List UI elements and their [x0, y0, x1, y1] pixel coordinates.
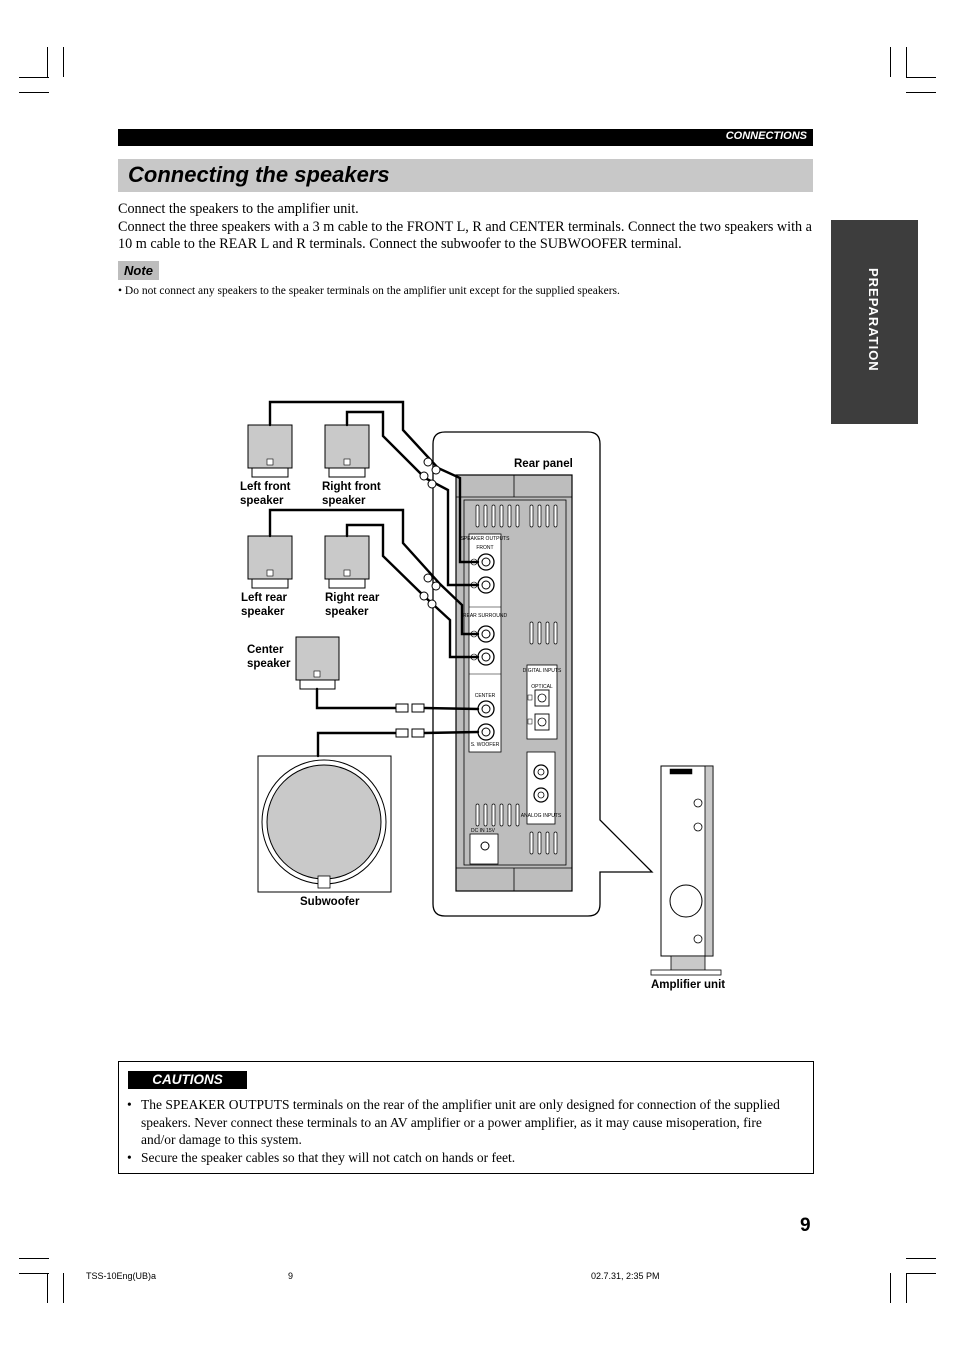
cautions-box: CAUTIONS The SPEAKER OUTPUTS terminals o… — [118, 1061, 814, 1174]
crop-mark — [19, 1273, 49, 1274]
crop-mark — [906, 1258, 936, 1259]
speaker-left-front — [247, 424, 293, 478]
crop-mark — [19, 1258, 49, 1259]
page-title: Connecting the speakers — [128, 162, 390, 187]
crop-mark — [63, 1273, 64, 1303]
svg-text:S. WOOFER: S. WOOFER — [471, 742, 500, 748]
crop-mark — [47, 1273, 48, 1303]
svg-text:FRONT: FRONT — [476, 545, 493, 551]
label-right-rear-speaker: Right rear speaker — [325, 592, 380, 618]
note-text: • Do not connect any speakers to the spe… — [118, 285, 620, 297]
svg-text:SPEAKER OUTPUTS: SPEAKER OUTPUTS — [461, 536, 511, 542]
intro-paragraph: Connect the speakers to the amplifier un… — [118, 201, 818, 254]
label-right-front-speaker: Right front speaker — [322, 481, 381, 507]
speaker-left-rear — [247, 535, 293, 589]
crop-mark — [906, 77, 936, 78]
caution-item: The SPEAKER OUTPUTS terminals on the rea… — [127, 1096, 797, 1149]
cautions-list: The SPEAKER OUTPUTS terminals on the rea… — [127, 1096, 797, 1166]
speaker-cables — [268, 400, 480, 758]
page-number: 9 — [800, 1215, 811, 1236]
crop-mark — [19, 77, 49, 78]
svg-text:DC IN 15V: DC IN 15V — [471, 828, 496, 834]
crop-mark — [906, 1273, 907, 1303]
note-label: Note — [118, 261, 159, 280]
crop-mark — [906, 1273, 936, 1274]
footer-file: TSS-10Eng(UB)a — [86, 1271, 157, 1281]
crop-mark — [47, 47, 48, 77]
intro-line-1: Connect the speakers to the amplifier un… — [118, 201, 359, 217]
side-tab-label: PREPARATION — [866, 268, 881, 372]
crop-mark — [890, 1273, 891, 1303]
svg-text:CENTER: CENTER — [475, 693, 496, 699]
label-rear-panel: Rear panel — [514, 458, 573, 470]
cable-plugs — [395, 457, 441, 738]
caution-item: Secure the speaker cables so that they w… — [127, 1149, 797, 1167]
subwoofer — [257, 755, 392, 893]
crop-mark — [906, 92, 936, 93]
crop-mark — [63, 47, 64, 77]
label-subwoofer: Subwoofer — [300, 896, 360, 908]
speaker-center — [295, 636, 340, 690]
speaker-terminals — [477, 553, 495, 741]
footer-date: 02.7.31, 2:35 PM — [591, 1271, 660, 1281]
crop-mark — [19, 92, 49, 93]
label-center-speaker: Center speaker — [247, 644, 291, 670]
svg-text:OPTICAL: OPTICAL — [531, 684, 553, 690]
footer-page: 9 — [288, 1271, 294, 1281]
intro-line-2: Connect the three speakers with a 3 m ca… — [118, 218, 812, 253]
side-tab: PREPARATION — [831, 220, 918, 424]
label-left-rear-speaker: Left rear speaker — [241, 592, 288, 618]
svg-text:REAR SURROUND: REAR SURROUND — [463, 613, 508, 619]
speaker-right-rear — [324, 535, 370, 589]
vent-slots — [475, 504, 558, 855]
svg-text:DIGITAL INPUTS: DIGITAL INPUTS — [523, 668, 562, 674]
label-left-front-speaker: Left front speaker — [240, 481, 291, 507]
speaker-right-front — [324, 424, 370, 478]
svg-text:ANALOG INPUTS: ANALOG INPUTS — [521, 813, 562, 819]
cautions-label: CAUTIONS — [128, 1071, 247, 1089]
section-header-bar: CONNECTIONS — [118, 129, 813, 146]
crop-mark — [906, 47, 907, 77]
page-title-bar: Connecting the speakers — [118, 159, 813, 192]
crop-mark — [890, 47, 891, 77]
amplifier-unit — [650, 765, 722, 976]
label-amplifier-unit: Amplifier unit — [651, 979, 726, 991]
section-header-label: CONNECTIONS — [725, 130, 807, 142]
